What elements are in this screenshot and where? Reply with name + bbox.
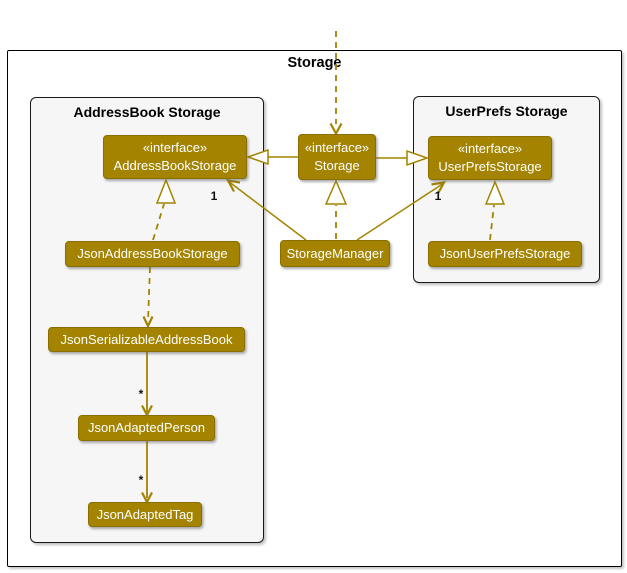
- class-interface-storage: «interface» Storage: [298, 134, 376, 180]
- class-name-label: JsonSerializableAddressBook: [60, 331, 233, 347]
- multiplicity-label: 1: [434, 189, 442, 203]
- frame-title: Storage: [287, 55, 342, 71]
- class-name-label: AddressBookStorage: [113, 158, 237, 173]
- class-name-label: StorageManager: [286, 245, 384, 261]
- class-interface-addressbookstorage: «interface» AddressBookStorage: [103, 135, 247, 179]
- multiplicity-label: 1: [210, 189, 218, 203]
- class-name-label: JsonAddressBookStorage: [77, 246, 228, 261]
- class-name-label: Storage: [314, 158, 360, 173]
- class-jsonadaptedtag: JsonAdaptedTag: [88, 502, 202, 527]
- class-storagemanager: StorageManager: [280, 240, 390, 267]
- class-name-label: JsonUserPrefsStorage: [439, 246, 571, 261]
- class-interface-userprefsstorage: «interface» UserPrefsStorage: [428, 136, 552, 180]
- class-jsonserializableaddressbook: JsonSerializableAddressBook: [48, 327, 245, 352]
- class-name-label: JsonAdaptedTag: [96, 506, 194, 522]
- multiplicity-label: *: [138, 473, 144, 487]
- stereotype-label: «interface»: [457, 141, 523, 156]
- package-addressbook-title: AddressBook Storage: [73, 104, 221, 120]
- class-name-label: UserPrefsStorage: [438, 159, 542, 174]
- class-jsonadaptedperson: JsonAdaptedPerson: [78, 415, 215, 441]
- stereotype-label: «interface»: [304, 140, 370, 155]
- class-name-label: JsonAdaptedPerson: [87, 420, 206, 435]
- class-jsonuserprefsstorage: JsonUserPrefsStorage: [428, 241, 582, 267]
- class-jsonaddressbookstorage: JsonAddressBookStorage: [65, 241, 240, 267]
- package-userprefs-title: UserPrefs Storage: [445, 103, 568, 119]
- stereotype-label: «interface»: [142, 140, 208, 155]
- multiplicity-label: *: [138, 387, 144, 401]
